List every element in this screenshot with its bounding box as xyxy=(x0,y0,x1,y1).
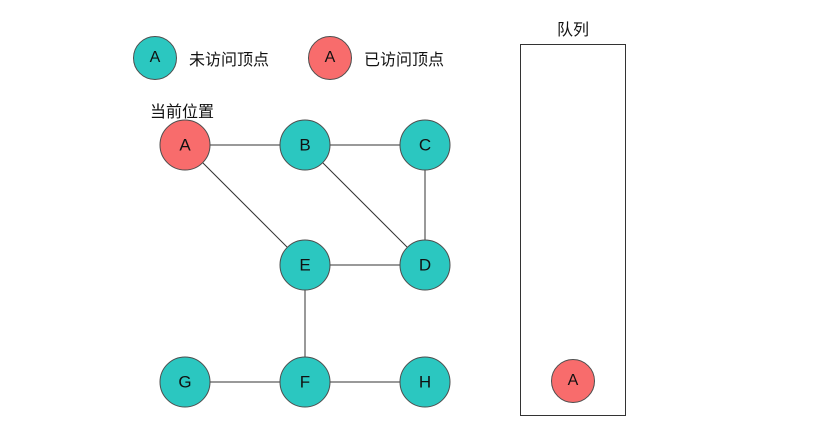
graph-node-label-D: D xyxy=(419,256,431,275)
graph-node-C: C xyxy=(399,119,451,171)
legend-label-unvisited: 未访问顶点 xyxy=(189,52,270,69)
graph-node-D: D xyxy=(399,239,451,291)
graph-node-circle-H xyxy=(399,356,451,408)
graph-node-A: A xyxy=(159,119,211,171)
graph-node-circle-C xyxy=(399,119,451,171)
graph-node-circle-G xyxy=(159,356,211,408)
queue-title: 队列 xyxy=(556,22,589,39)
graph-node-circle-B xyxy=(279,119,331,171)
graph-node-label-G: G xyxy=(178,373,191,392)
graph-node-label-B: B xyxy=(299,136,310,155)
edge-A-E xyxy=(184,144,306,266)
graph-node-E: E xyxy=(279,239,331,291)
unvisited-vertex-icon: A xyxy=(133,36,177,80)
graph-node-G: G xyxy=(159,356,211,408)
graph-node-circle-F xyxy=(279,356,331,408)
graph-node-circle-A xyxy=(159,119,211,171)
graph-node-label-F: F xyxy=(300,373,310,392)
visited-vertex-icon: A xyxy=(308,36,352,80)
legend-label-visited: 已访问顶点 xyxy=(364,52,445,69)
graph-node-label-H: H xyxy=(419,373,431,392)
graph-node-label-E: E xyxy=(299,256,310,275)
graph-node-B: B xyxy=(279,119,331,171)
queue-box: A xyxy=(520,44,626,416)
legend-item-visited: A 已访问顶点 xyxy=(308,36,444,80)
graph-node-label-C: C xyxy=(419,136,431,155)
edge-B-D xyxy=(304,144,426,266)
current-position-label: 当前位置 xyxy=(150,104,215,121)
graph-node-circle-D xyxy=(399,239,451,291)
graph-node-circle-E xyxy=(279,239,331,291)
graph-node-label-A: A xyxy=(179,136,191,155)
legend-item-unvisited: A 未访问顶点 xyxy=(133,36,269,80)
queue-item-A: A xyxy=(551,359,595,403)
graph-node-H: H xyxy=(399,356,451,408)
graph-node-F: F xyxy=(279,356,331,408)
